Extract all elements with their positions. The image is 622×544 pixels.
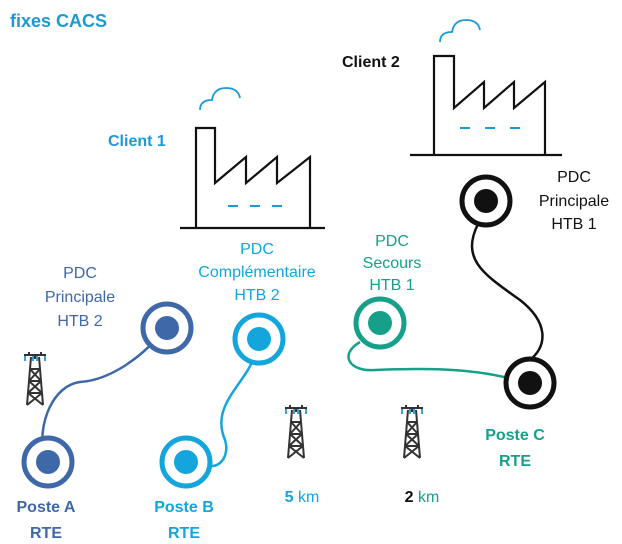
svg-text:PDC: PDC xyxy=(240,241,274,258)
distance-2km-label: 2 km xyxy=(405,489,440,506)
svg-text:Poste A: Poste A xyxy=(17,499,76,516)
pdc-principale-htb2-node xyxy=(140,301,194,355)
pylon-icon xyxy=(23,351,47,406)
pdc-secours-htb1-node xyxy=(353,296,407,350)
client-2-smoke-icon xyxy=(439,19,481,43)
poste-b-label: Poste B RTE xyxy=(154,499,214,542)
cable-poste-a-to-pdc-principale-htb2 xyxy=(40,334,161,463)
svg-text:HTB 2: HTB 2 xyxy=(234,287,279,304)
poste-a-label: Poste A RTE xyxy=(17,499,76,542)
client-2-label: Client 2 xyxy=(342,54,400,71)
pdc-complementaire-htb2-node xyxy=(232,312,286,366)
svg-text:Secours: Secours xyxy=(363,255,422,272)
svg-text:Principale: Principale xyxy=(539,193,609,210)
client-2-factory xyxy=(410,19,562,157)
svg-text:HTB 1: HTB 1 xyxy=(551,216,596,233)
svg-text:PDC: PDC xyxy=(557,169,591,186)
svg-text:Principale: Principale xyxy=(45,289,115,306)
cable-poste-b-to-pdc-complementaire xyxy=(196,354,257,468)
diagram-title: fixes CACS xyxy=(10,11,107,31)
svg-text:Poste C: Poste C xyxy=(485,427,545,444)
svg-text:PDC: PDC xyxy=(375,233,409,250)
svg-text:HTB 1: HTB 1 xyxy=(369,277,414,294)
poste-b-node xyxy=(159,435,213,489)
svg-text:RTE: RTE xyxy=(30,525,62,542)
pdc-principale-htb1-node xyxy=(459,174,513,228)
pdc-secours-htb1-label: PDC Secours HTB 1 xyxy=(363,233,422,294)
pdc-complementaire-htb2-label: PDC Complémentaire HTB 2 xyxy=(198,241,315,304)
cable-pdc-secours-to-poste-c xyxy=(347,340,509,380)
svg-text:RTE: RTE xyxy=(168,525,200,542)
client-1-smoke-icon xyxy=(199,87,241,111)
pdc-principale-htb2-label: PDC Principale HTB 2 xyxy=(45,265,115,330)
pylon-icon xyxy=(400,404,424,459)
cable-pdc-principale-htb1-to-poste-c xyxy=(470,223,544,361)
poste-a-node xyxy=(21,435,75,489)
client-1-factory xyxy=(180,87,325,230)
client-1-label: Client 1 xyxy=(108,133,166,150)
svg-text:Complémentaire: Complémentaire xyxy=(198,264,315,281)
poste-c-label: Poste C RTE xyxy=(485,427,545,470)
svg-text:Poste B: Poste B xyxy=(154,499,214,516)
svg-text:PDC: PDC xyxy=(63,265,97,282)
svg-text:RTE: RTE xyxy=(499,453,531,470)
svg-text:HTB 2: HTB 2 xyxy=(57,313,102,330)
pdc-principale-htb1-label: PDC Principale HTB 1 xyxy=(539,169,609,233)
distance-5km-label: 5 km xyxy=(285,489,320,506)
poste-c-node xyxy=(503,356,557,410)
pylon-icon xyxy=(284,404,308,459)
